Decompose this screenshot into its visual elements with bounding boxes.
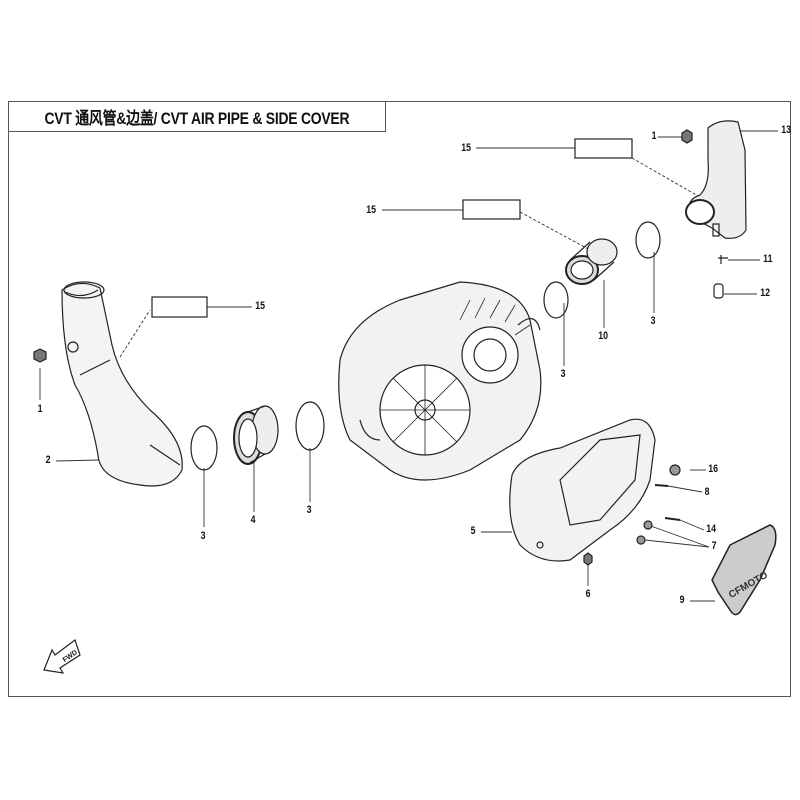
screw-part-6 [583, 552, 593, 566]
callout-13: 13 [781, 124, 792, 136]
air-duct-part-2 [61, 282, 183, 487]
bolt-part-8 [654, 484, 669, 487]
duct-opening [63, 281, 105, 299]
callout-15: 15 [461, 142, 472, 154]
coupler-part-10 [565, 238, 618, 285]
blank-label-box [151, 296, 208, 318]
callout-3: 3 [560, 368, 566, 380]
cvt-cover-housing [338, 281, 542, 481]
callout-15: 15 [366, 204, 377, 216]
callout-14: 14 [706, 523, 717, 535]
cap-part-12 [713, 283, 724, 299]
bolt-part-14 [664, 517, 681, 521]
clip-part-11 [718, 255, 728, 264]
callout-11: 11 [763, 253, 773, 265]
callout-9: 9 [679, 594, 685, 606]
blank-label-box [462, 199, 521, 220]
callout-12: 12 [760, 287, 771, 299]
side-cover-part-5 [509, 418, 656, 562]
callout-8: 8 [704, 486, 710, 498]
callout-1: 1 [37, 403, 43, 415]
callout-3: 3 [306, 504, 312, 516]
clamp-part-3 [190, 425, 218, 471]
clamp-part-3 [635, 221, 661, 259]
callout-1: 1 [651, 130, 657, 142]
clamp-part-3 [543, 281, 569, 319]
side-cover-inner [559, 434, 641, 526]
duct-nipple [67, 341, 79, 353]
nut-part-1 [33, 348, 47, 363]
fwd-arrow-icon: FWD [43, 639, 81, 674]
washer-part-7 [636, 535, 646, 545]
nut-part-1 [681, 129, 693, 144]
washer-part-16 [669, 464, 681, 476]
blank-label-box [574, 138, 633, 159]
callout-10: 10 [598, 330, 609, 342]
callout-6: 6 [585, 588, 591, 600]
air-duct-part-13 [685, 120, 747, 239]
page-title: CVT 通风管&边盖/ CVT AIR PIPE & SIDE COVER [44, 109, 350, 128]
callout-15: 15 [255, 300, 266, 312]
title-box: CVT 通风管&边盖/ CVT AIR PIPE & SIDE COVER [8, 101, 386, 132]
washer-part-7 [643, 520, 653, 530]
diagram-frame [8, 101, 791, 697]
callout-2: 2 [45, 454, 51, 466]
callout-5: 5 [470, 525, 476, 537]
coupler-part-4 [233, 405, 279, 465]
callout-3: 3 [200, 530, 206, 542]
callout-4: 4 [250, 514, 256, 526]
callout-16: 16 [708, 463, 719, 475]
side-cover-hole [536, 541, 544, 549]
clamp-part-3 [295, 401, 325, 451]
badge-part-9: CFMOTO [711, 524, 777, 616]
duct-detail [64, 289, 181, 466]
callout-7: 7 [711, 540, 717, 552]
callout-3: 3 [650, 315, 656, 327]
